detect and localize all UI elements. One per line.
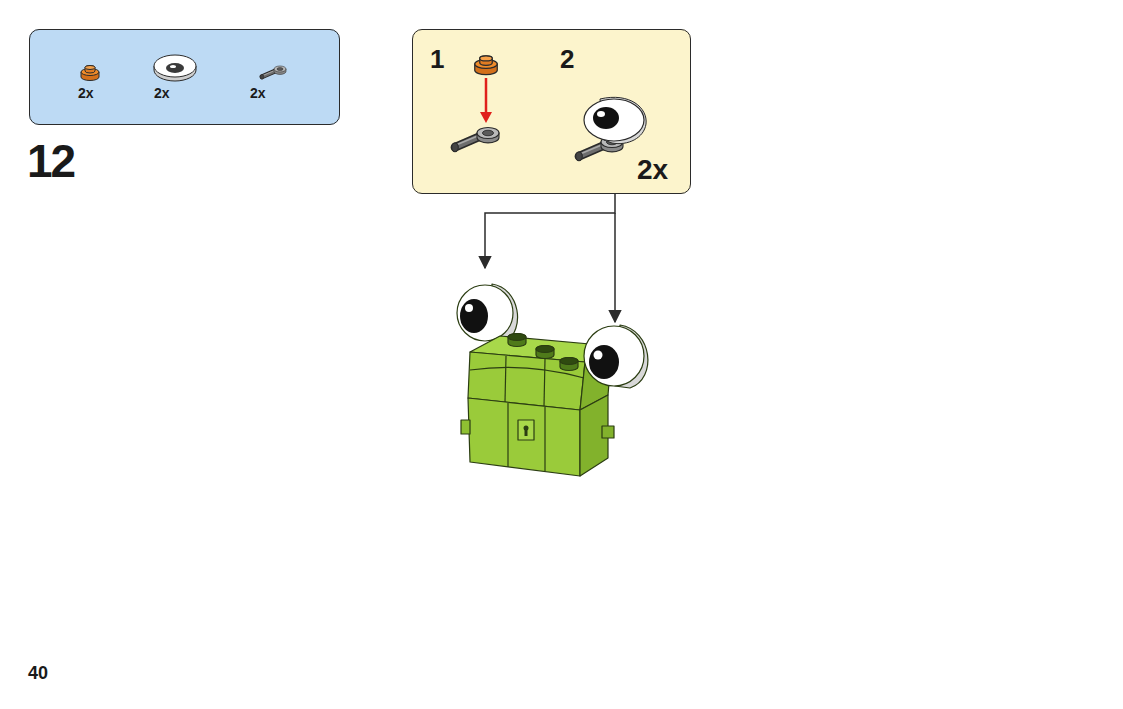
- subassembly-steps: [593, 107, 619, 129]
- subassembly-steps: [475, 56, 498, 75]
- frog-chest-model: [507, 403, 508, 467]
- frog-chest-model: [525, 429, 528, 436]
- frog-chest-model: [465, 304, 473, 312]
- substep-number: 1: [430, 46, 444, 72]
- substep-number: 2: [560, 46, 574, 72]
- frog-chest-model: [457, 284, 648, 476]
- assembly-quantity: 2x: [637, 156, 668, 184]
- subassembly-panel: 1 2 2x: [412, 29, 691, 194]
- frog-chest-model: [461, 420, 470, 434]
- placement-arrows: [614, 213, 616, 322]
- frog-chest-model: [505, 356, 506, 402]
- frog-chest-model: [536, 346, 554, 353]
- parts-list-panel: 2x 2x 2x: [29, 29, 340, 125]
- subassembly-steps: [452, 56, 646, 161]
- frog-chest-model: [518, 420, 534, 440]
- subassembly-steps: [452, 128, 499, 152]
- part-quantity: 2x: [78, 86, 94, 100]
- step-number: 12: [27, 138, 74, 184]
- subassembly-steps: [485, 78, 488, 114]
- frog-chest-model: [536, 346, 554, 359]
- frog-chest-model: [460, 299, 488, 333]
- parts-icons: [260, 66, 286, 79]
- subassembly-panel-ground: [412, 29, 691, 194]
- frog-chest-model: [560, 358, 578, 371]
- page-number: 40: [28, 664, 48, 682]
- frog-chest-model: [560, 358, 578, 365]
- subassembly-steps: [597, 111, 605, 117]
- part-quantity: 2x: [250, 86, 266, 100]
- frog-chest-model: [508, 334, 578, 371]
- subassembly-steps: [480, 112, 492, 123]
- frog-chest-model: [457, 285, 513, 341]
- frog-chest-model: [544, 359, 545, 406]
- frog-chest-model: [594, 351, 603, 360]
- frog-chest-model: [508, 334, 526, 341]
- parts-icons: [154, 55, 196, 81]
- parts-panel-ground: [29, 29, 340, 125]
- frog-chest-model: [589, 345, 619, 379]
- frog-chest-model: [602, 426, 614, 438]
- subassembly-steps: [584, 99, 644, 141]
- frog-chest-model: [468, 398, 580, 476]
- parts-icons: [81, 66, 99, 81]
- frog-chest-model: [544, 407, 545, 471]
- part-quantity: 2x: [154, 86, 170, 100]
- parts-icons: [81, 55, 286, 81]
- placement-arrows: [485, 194, 615, 268]
- frog-chest-model: [508, 334, 526, 347]
- frog-chest-model: [584, 326, 644, 386]
